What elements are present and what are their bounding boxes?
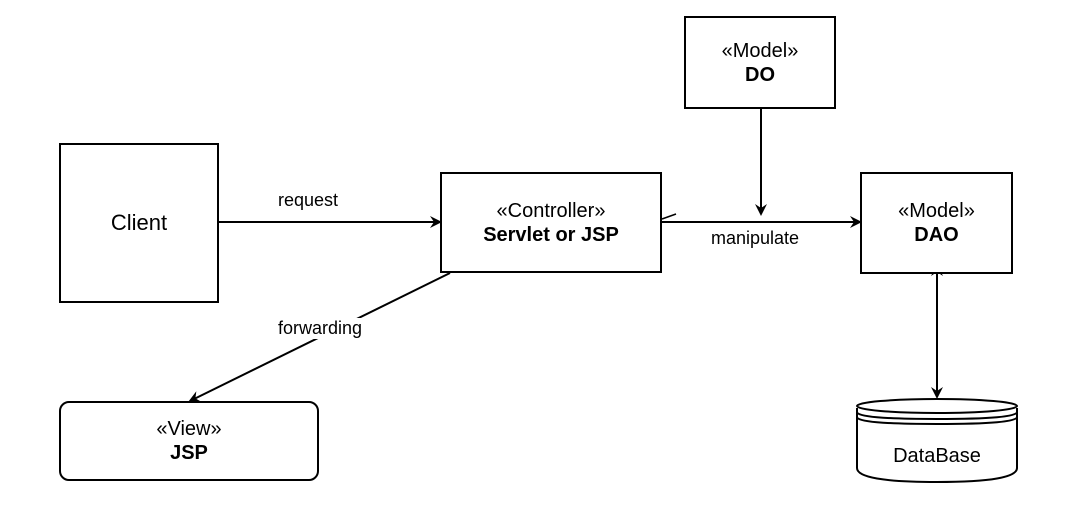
model-dao-node: «Model» DAO: [860, 172, 1013, 274]
model-dao-stereotype: «Model»: [898, 200, 975, 222]
database-label: DataBase: [893, 445, 981, 467]
controller-node: «Controller» Servlet or JSP: [440, 172, 662, 273]
controller-name: Servlet or JSP: [483, 223, 619, 246]
edge-label-manipulate: manipulate: [711, 228, 800, 249]
model-do-stereotype: «Model»: [721, 39, 799, 62]
client-node: Client: [59, 143, 219, 303]
model-do-node: «Model» DO: [684, 16, 836, 109]
view-name: JSP: [170, 442, 208, 464]
view-node: «View» JSP: [59, 401, 319, 481]
client-label: Client: [110, 210, 168, 235]
model-dao-name: DAO: [914, 224, 959, 246]
model-do-name: DO: [745, 63, 775, 86]
view-stereotype: «View»: [156, 418, 222, 440]
edge-manipulate-tick: [661, 213, 677, 220]
database-cylinder: [856, 398, 1018, 484]
edge-label-request: request: [278, 190, 339, 210]
controller-stereotype: «Controller»: [496, 199, 606, 222]
edge-label-forwarding: forwarding: [278, 318, 363, 339]
